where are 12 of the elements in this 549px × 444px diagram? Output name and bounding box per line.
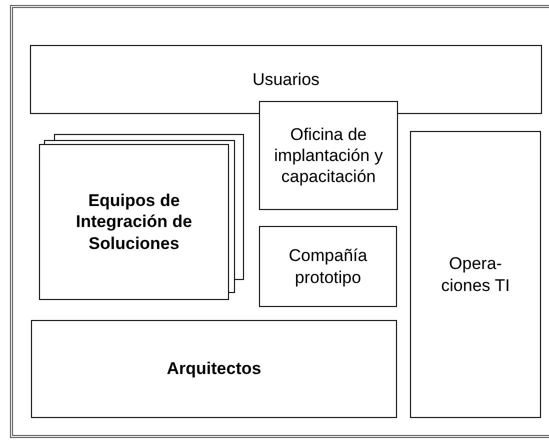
box-label: Arquitectos	[166, 358, 262, 380]
box-label: Oficina de implantación y capacitación	[273, 124, 384, 188]
box	[410, 131, 541, 418]
box-label: Equipos de Integración de Soluciones	[74, 190, 194, 254]
box-label: Compañía prototipo	[288, 245, 368, 288]
box	[259, 101, 398, 210]
stacked-box	[39, 144, 229, 300]
box	[31, 320, 397, 418]
box-label: Usuarios	[252, 68, 320, 90]
box	[259, 226, 397, 307]
box	[30, 45, 542, 114]
box-label: Opera- ciones TI	[440, 253, 511, 296]
